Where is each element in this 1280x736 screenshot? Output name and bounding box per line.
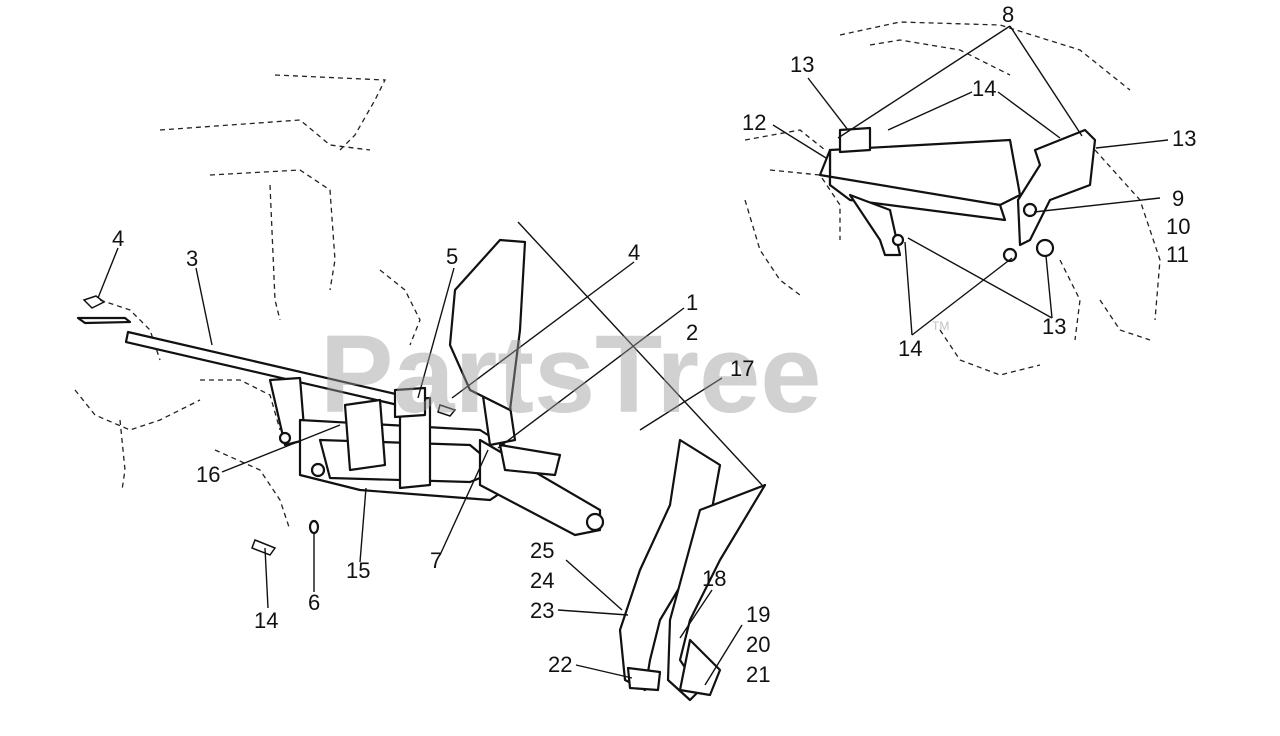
callout-13-right: 13	[1172, 126, 1196, 151]
watermark-trademark: TM	[932, 319, 949, 333]
callout-22: 22	[548, 652, 572, 677]
callout-13-bottom: 13	[1042, 314, 1066, 339]
tractor-outline-right	[744, 21, 1161, 376]
callout-20: 20	[746, 632, 770, 657]
callout-1: 1	[686, 290, 698, 315]
callout-12: 12	[742, 110, 766, 135]
callout-17: 17	[730, 356, 754, 381]
leader-lines	[97, 25, 1169, 686]
callout-11: 11	[1166, 242, 1189, 267]
watermark-text: PartsTree	[320, 313, 821, 436]
watermark: PartsTree TM	[320, 313, 949, 436]
callout-21: 21	[746, 662, 770, 687]
callout-labels: 4 3 5 4 1 2 17 16 15 7 14 6 25 24 23 22 …	[112, 2, 1196, 687]
callout-10: 10	[1166, 214, 1190, 239]
hitch-pins	[251, 404, 457, 556]
callout-14-right: 14	[898, 336, 922, 361]
callout-18: 18	[702, 566, 726, 591]
callout-16: 16	[196, 462, 220, 487]
callout-14-top: 14	[972, 76, 996, 101]
callout-5: 5	[446, 244, 458, 269]
callout-24: 24	[530, 568, 554, 593]
callout-25: 25	[530, 538, 554, 563]
callout-23: 23	[530, 598, 554, 623]
callout-14-bottom: 14	[254, 608, 278, 633]
callout-6: 6	[308, 590, 320, 615]
callout-8: 8	[1002, 2, 1014, 27]
plow-blade	[448, 221, 767, 702]
callout-4-left: 4	[112, 226, 124, 251]
weight-box	[818, 126, 1097, 263]
callout-19: 19	[746, 602, 770, 627]
callout-3: 3	[186, 246, 198, 271]
callout-4-center: 4	[628, 240, 640, 265]
callout-2: 2	[686, 320, 698, 345]
callout-15: 15	[346, 558, 370, 583]
callout-9: 9	[1172, 186, 1184, 211]
callout-13-top: 13	[790, 52, 814, 77]
callout-7: 7	[430, 548, 442, 573]
